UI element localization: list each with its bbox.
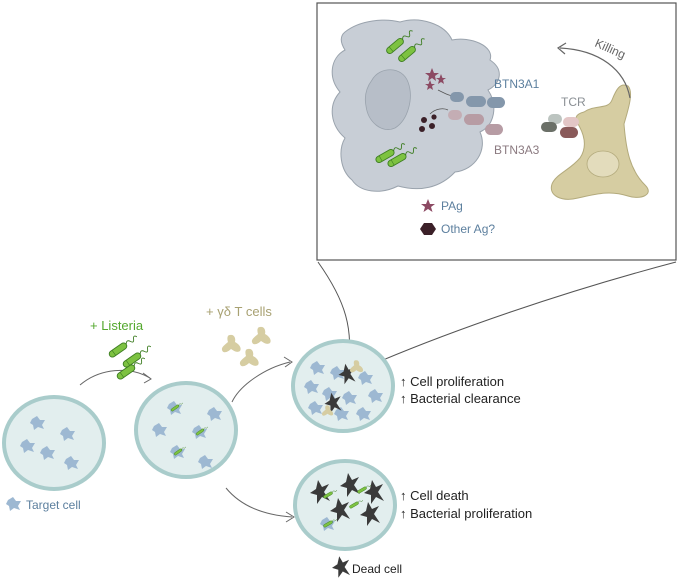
arrow-to-no-gd-dish	[225, 487, 293, 518]
gd-nucleus	[586, 150, 620, 178]
pag-legend-star	[421, 199, 435, 212]
proliferation-label: ↑ Cell proliferation	[400, 374, 504, 389]
target-cell-legend-label: Target cell	[26, 498, 81, 512]
bacterial-proliferation-label: ↑ Bacterial proliferation	[400, 506, 532, 521]
pag-cluster	[425, 68, 446, 90]
dish-with-gd-t-cells	[291, 339, 395, 433]
tcr-label: TCR	[561, 95, 586, 109]
arrow-to-infected	[79, 369, 151, 386]
gd-t-cell	[550, 84, 649, 200]
pag-legend-label: PAg	[441, 199, 463, 213]
other-ag-cluster	[419, 114, 437, 132]
other-ag-legend-label: Other Ag?	[441, 222, 495, 236]
listeria-bacteria	[107, 333, 154, 381]
gd-t-cell-icons	[221, 326, 271, 367]
other-ag-legend-hex	[420, 223, 436, 235]
btn3a1-receptor	[450, 92, 505, 108]
dish-infected	[134, 381, 238, 479]
dish-target-cells	[2, 395, 106, 491]
ag-arrow-2	[429, 108, 449, 115]
arrow-to-gd-dish	[231, 361, 291, 403]
btn3a3-receptor	[448, 110, 503, 135]
btn3a3-label: BTN3A3	[494, 143, 540, 157]
btn3a1-label: BTN3A1	[494, 77, 540, 91]
tcr-receptor	[541, 114, 579, 138]
killing-arrow	[559, 47, 631, 99]
infected-host-cell	[331, 19, 500, 192]
dead-cell-legend-label: Dead cell	[352, 562, 402, 576]
clearance-label: ↑ Bacterial clearance	[400, 391, 521, 406]
target-cell-legend-icon	[6, 497, 21, 511]
gd-t-cells-label: + γδ T cells	[206, 304, 272, 319]
zoom-line-right	[354, 261, 677, 373]
host-nucleus	[364, 69, 411, 130]
dead-cell-legend-icon	[332, 556, 350, 578]
listeria-label: + Listeria	[90, 318, 144, 333]
dish-without-gd-t-cells	[293, 459, 397, 551]
cell-death-label: ↑ Cell death	[400, 488, 469, 503]
